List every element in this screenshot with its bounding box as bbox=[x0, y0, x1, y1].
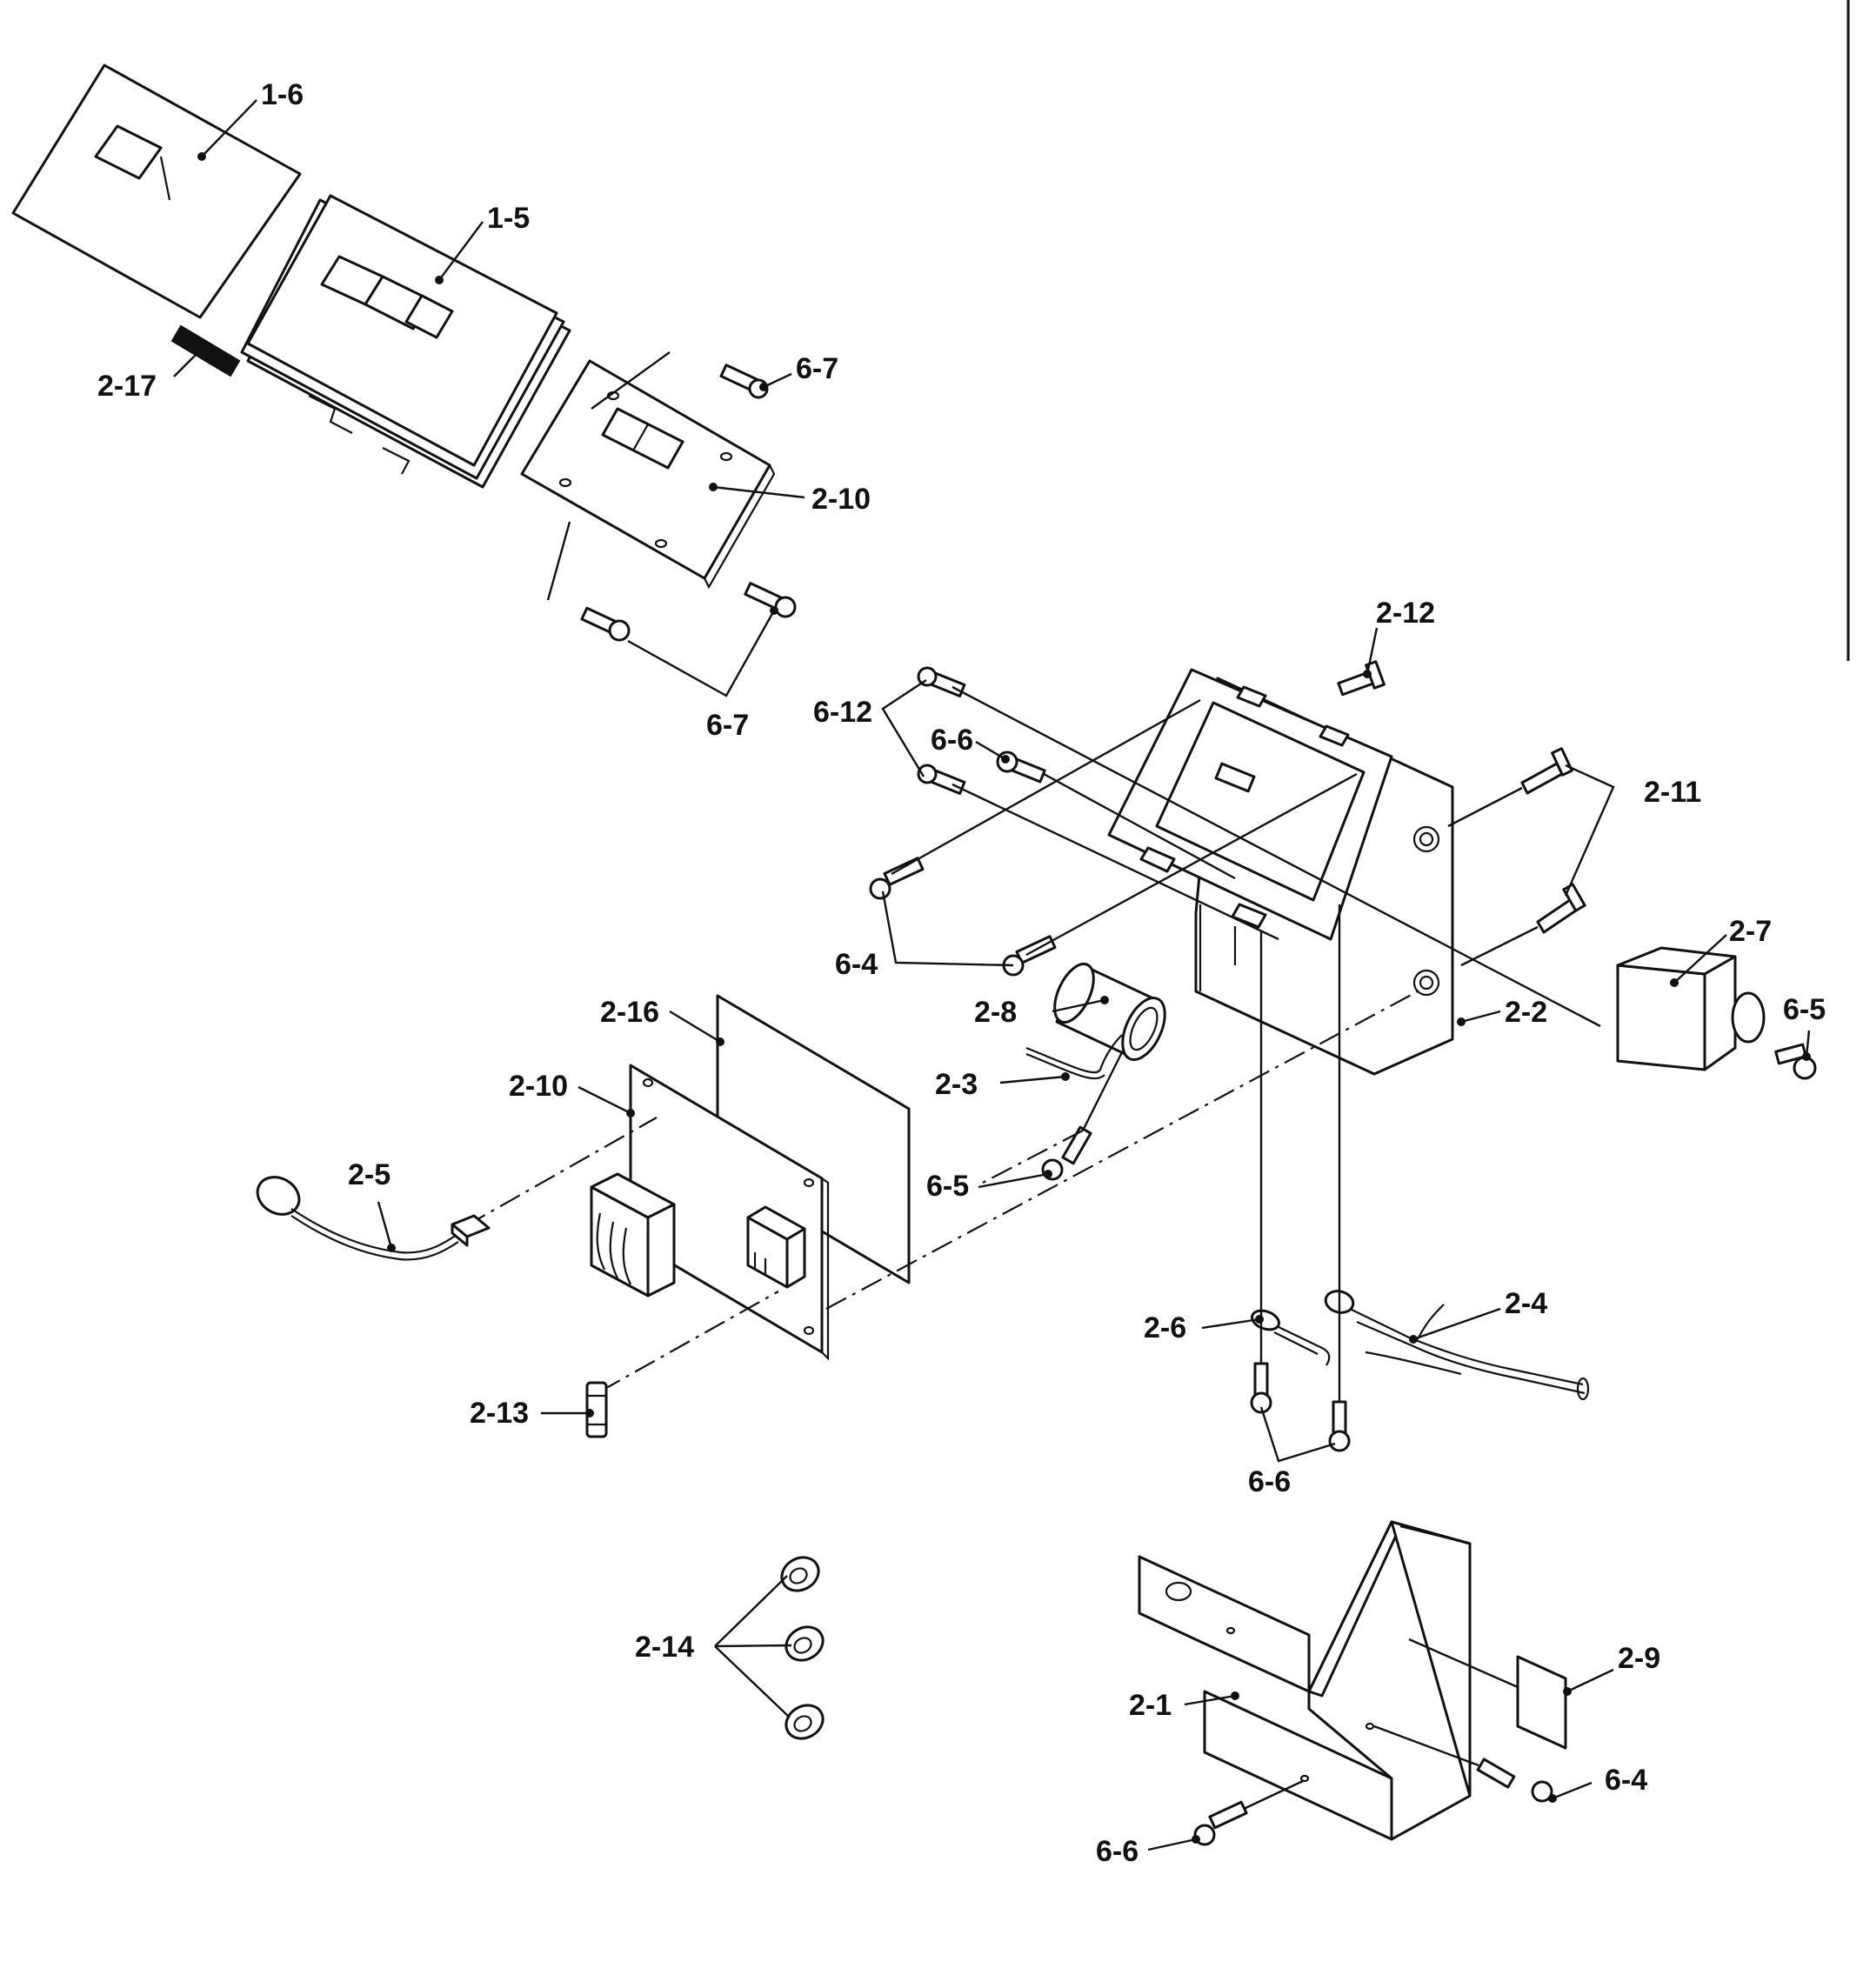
screw-6-5-left bbox=[1041, 1051, 1124, 1181]
screw-6-12-lower bbox=[917, 764, 966, 795]
part-2-1-lower-bracket bbox=[1138, 1520, 1472, 1841]
callout-labels: 1-6 1-5 2-17 6-7 2-10 6-7 2-12 6-12 6-6 … bbox=[97, 78, 1826, 1868]
part-2-17-connector-strip bbox=[170, 324, 241, 377]
part-2-10-display-board-top bbox=[520, 351, 776, 601]
callout-2-2: 2-2 bbox=[1505, 996, 1547, 1029]
screw-6-7-top bbox=[719, 364, 769, 399]
part-2-12-pin bbox=[1337, 660, 1386, 697]
callout-2-4: 2-4 bbox=[1505, 1287, 1547, 1320]
screw-6-6-lower-right bbox=[1328, 1400, 1351, 1452]
part-2-14-clip-3 bbox=[785, 1704, 825, 1740]
callout-6-5-left: 6-5 bbox=[926, 1170, 969, 1203]
callout-6-4-mid: 6-4 bbox=[835, 948, 878, 981]
callout-2-13: 2-13 bbox=[470, 1397, 529, 1430]
callout-2-5: 2-5 bbox=[348, 1158, 391, 1191]
callout-2-9: 2-9 bbox=[1618, 1642, 1660, 1675]
screw-6-4-bottom bbox=[1373, 1724, 1553, 1803]
callout-2-8: 2-8 bbox=[974, 996, 1017, 1029]
callout-6-7-top: 6-7 bbox=[796, 352, 838, 385]
callout-2-6: 2-6 bbox=[1144, 1311, 1186, 1344]
part-2-3-wire bbox=[1025, 1034, 1123, 1080]
screw-6-4-lower bbox=[1002, 935, 1057, 977]
part-2-14-clip-2 bbox=[785, 1625, 825, 1662]
callout-2-10-top: 2-10 bbox=[811, 483, 871, 516]
callout-2-17: 2-17 bbox=[97, 370, 157, 403]
callout-2-1: 2-1 bbox=[1129, 1689, 1172, 1722]
part-2-8-cylinder bbox=[1053, 962, 1166, 1061]
screw-6-6-lower-left bbox=[1250, 1362, 1272, 1414]
part-2-2-housing-bracket bbox=[1107, 668, 1454, 1076]
part-2-11-pin-lower bbox=[1460, 883, 1586, 967]
part-2-11-pin-upper bbox=[1447, 747, 1573, 828]
callout-6-4-bottom: 6-4 bbox=[1605, 1764, 1647, 1797]
part-2-4-wire-harness bbox=[1324, 1290, 1590, 1401]
part-2-16-insulator-sheet bbox=[716, 994, 911, 1284]
callout-6-5-right: 6-5 bbox=[1783, 993, 1826, 1026]
callout-2-3: 2-3 bbox=[935, 1068, 978, 1101]
callout-6-12: 6-12 bbox=[813, 696, 872, 729]
callout-2-7: 2-7 bbox=[1729, 915, 1772, 948]
callout-2-14: 2-14 bbox=[635, 1631, 694, 1664]
part-2-9-label bbox=[1408, 1638, 1567, 1750]
part-1-5-keypad-assembly bbox=[240, 194, 571, 489]
callout-6-7-bottom: 6-7 bbox=[706, 709, 749, 742]
callout-2-16: 2-16 bbox=[600, 996, 659, 1029]
callout-6-6-lower: 6-6 bbox=[1248, 1465, 1291, 1498]
callout-6-6-bottom: 6-6 bbox=[1096, 1835, 1138, 1868]
screw-6-4-upper bbox=[869, 857, 925, 900]
part-2-7-box bbox=[1616, 946, 1766, 1071]
part-2-14-clip-1 bbox=[780, 1556, 820, 1592]
callout-6-6-mid: 6-6 bbox=[931, 724, 973, 757]
screw-6-5-right bbox=[1774, 1043, 1817, 1080]
part-1-6-cover-panel bbox=[11, 63, 302, 319]
part-2-10-power-board-bottom bbox=[590, 1064, 830, 1361]
callout-leaders bbox=[173, 99, 1811, 1851]
callout-2-11: 2-11 bbox=[1644, 776, 1701, 809]
callout-1-6: 1-6 bbox=[261, 78, 304, 111]
screw-6-7-lower-left bbox=[580, 606, 631, 642]
part-2-6-ring-terminal bbox=[1251, 1309, 1331, 1366]
callout-2-10-bottom: 2-10 bbox=[509, 1070, 568, 1103]
callout-2-12: 2-12 bbox=[1376, 597, 1435, 630]
part-2-5-cable-assembly bbox=[256, 1176, 491, 1261]
screw-6-12-upper bbox=[917, 666, 966, 697]
callout-1-5: 1-5 bbox=[487, 202, 530, 235]
screw-6-7-lower-right bbox=[744, 582, 797, 618]
